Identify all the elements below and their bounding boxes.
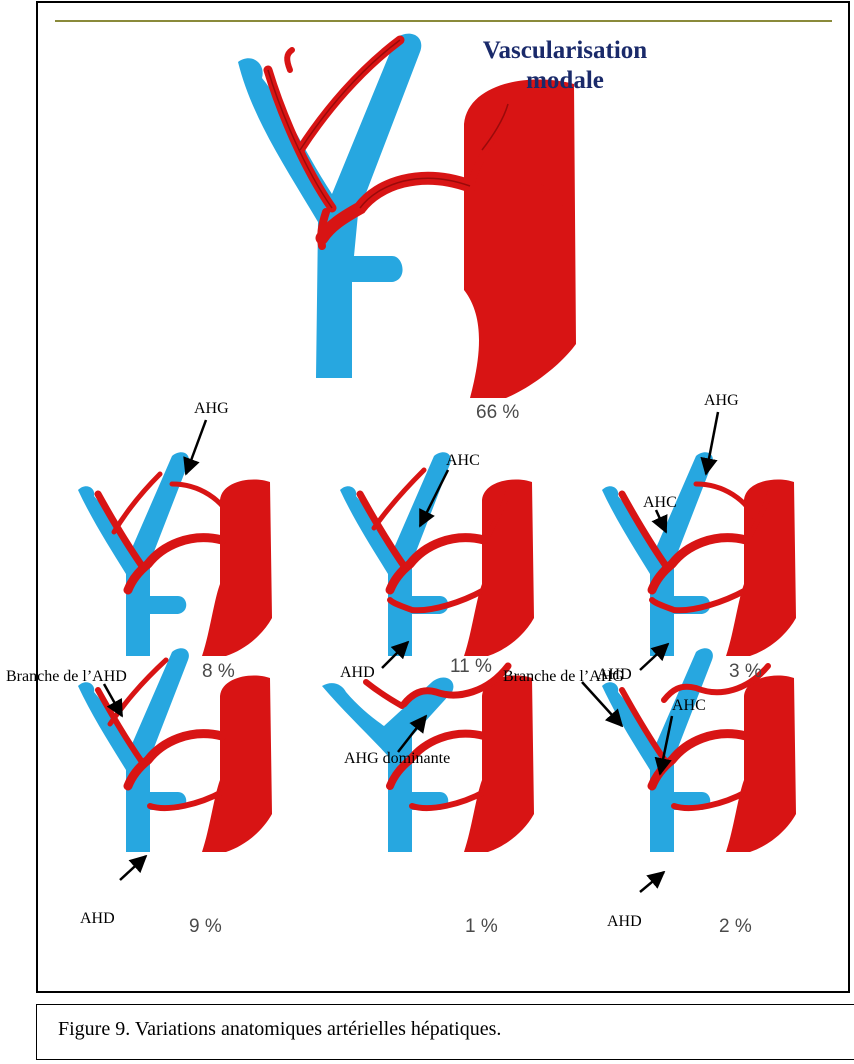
label-ahd-6: AHD (607, 913, 642, 931)
arrow-ahg-3 (706, 412, 718, 474)
pct-3: 3 % (729, 661, 762, 683)
hepatic-artery-diagram (0, 0, 854, 1000)
label-ahg-3: AHG (704, 392, 739, 410)
label-ahd-2: AHD (340, 664, 375, 682)
title-line-1: Vascularisation (470, 36, 660, 66)
figure-caption: Figure 9. Variations anatomiques artérie… (58, 1018, 501, 1041)
label-ahc-6: AHC (672, 697, 706, 715)
pct-11: 11 % (450, 656, 492, 678)
variant-3-drawing (602, 452, 796, 656)
label-ahg-dominante: AHG dominante (344, 750, 450, 768)
gda-main (321, 212, 326, 246)
label-ahc-2: AHC (446, 452, 480, 470)
aorta-main (464, 80, 576, 398)
arrow-ahd-4 (120, 856, 146, 880)
pct-9: 9 % (189, 916, 222, 938)
pct-8: 8 % (202, 661, 235, 683)
title-line-2: modale (470, 66, 660, 96)
label-branche-ahg: Branche de l’AHG (503, 668, 624, 686)
label-branche-ahd: Branche de l’AHD (6, 668, 127, 686)
arrow-ahc-3 (656, 510, 666, 532)
pct-1: 1 % (465, 916, 498, 938)
variant-11-drawing (340, 452, 534, 656)
label-ahg-1: AHG (194, 400, 229, 418)
variant-8-drawing (78, 452, 272, 656)
label-ahd-4: AHD (80, 910, 115, 928)
diagram-title: Vascularisation modale (470, 36, 660, 96)
pct-66: 66 % (476, 402, 519, 424)
label-ahc-3: AHC (643, 494, 677, 512)
arrow-ahd-6 (640, 872, 664, 892)
pct-2: 2 % (719, 916, 752, 938)
arrow-ahg-1 (186, 420, 206, 474)
